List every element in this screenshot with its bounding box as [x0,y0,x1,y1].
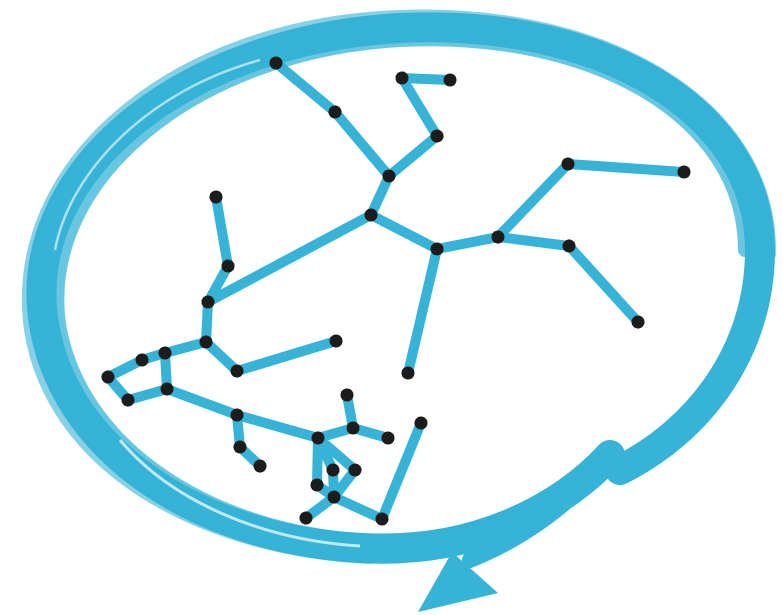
tree-edge [402,78,437,136]
tree-node [562,158,575,171]
tree-edge [335,112,389,176]
tree-node [161,383,174,396]
tree-node [492,231,505,244]
tree-edge [498,164,568,237]
tree-node [349,464,362,477]
tree-node [159,347,172,360]
tree-node [415,417,428,430]
tree-node [222,260,235,273]
tree-node [347,422,360,435]
tree-edge [498,237,569,246]
tree-node [431,243,444,256]
tree-node [341,389,354,402]
tree-node [329,106,342,119]
circular-arrow [26,14,772,612]
tree-node [210,191,223,204]
tree-node [231,365,244,378]
tree-node [330,335,343,348]
tree-edge [402,78,450,80]
tree-edge [317,438,318,485]
tree-node [365,209,378,222]
tree-node [396,72,409,85]
tree-edge [371,215,437,249]
tree-node [270,57,283,70]
tree-node [431,130,444,143]
tree-edge [389,136,437,176]
tree-node [102,371,115,384]
tree-edge [216,197,228,266]
tree-node [122,394,135,407]
tree-node [328,491,341,504]
tree-node [202,296,215,309]
tree-edge [334,497,382,519]
tree-node [200,336,213,349]
tree-edge [167,389,237,415]
tree-node [376,513,389,526]
tree-node [312,432,325,445]
tree-node [678,166,691,179]
tree-node [136,354,149,367]
tree-edge [408,249,437,373]
tree-node [327,464,340,477]
tree-edge [437,237,498,249]
tree-node [632,316,645,329]
tree-node [234,441,247,454]
tree-edge [208,215,371,302]
tree-node [563,240,576,253]
tree-edge [237,415,318,438]
tree-edge [568,164,684,172]
tree-edge [237,341,336,371]
tree-edge [569,246,638,322]
tree-node [444,74,457,87]
tree-node [383,170,396,183]
tree-node [311,479,324,492]
tree-node [300,512,313,525]
tree-node [254,460,267,473]
tree-node [382,432,395,445]
tree-node [402,367,415,380]
tree-node [231,409,244,422]
tree-edge [276,63,335,112]
